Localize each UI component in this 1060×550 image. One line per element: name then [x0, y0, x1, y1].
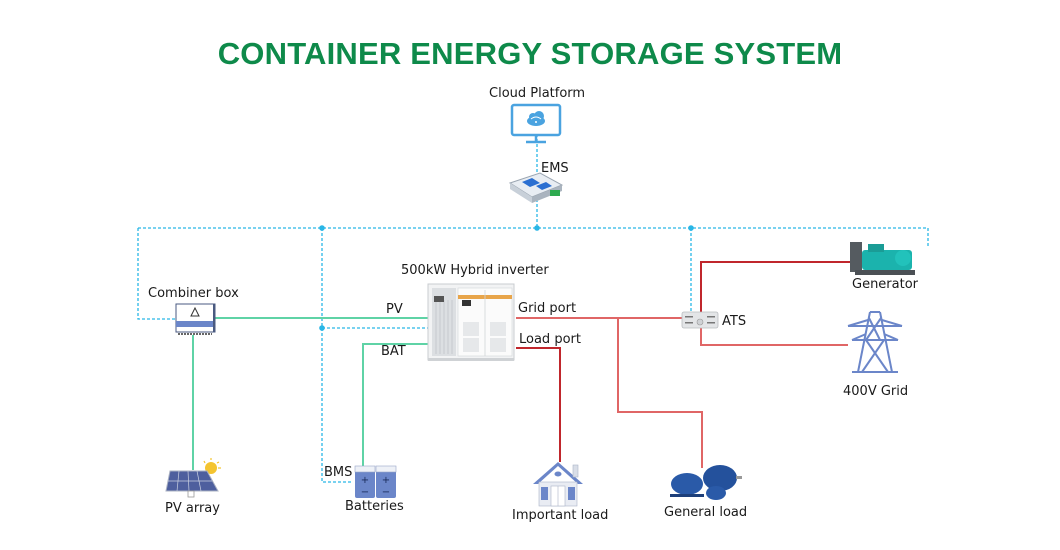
svg-text:+: +: [361, 475, 369, 486]
comm-bms: [321, 228, 352, 483]
grid-port-label: Grid port: [518, 301, 577, 316]
transmission-tower-icon: [847, 311, 903, 373]
comm-junctions: [319, 225, 694, 331]
generator-line: [700, 261, 850, 315]
house-icon: [533, 462, 583, 507]
cloud-platform-label: Cloud Platform: [489, 86, 586, 101]
load-port-label: Load port: [519, 332, 581, 347]
ats-switch-icon: [681, 311, 719, 329]
dc-lines: [192, 317, 430, 470]
monitor-cloud-wifi-icon: [510, 103, 562, 144]
ats-label: ATS: [722, 314, 747, 329]
svg-text:−: −: [361, 487, 369, 498]
generator-icon: [850, 242, 915, 275]
grid-label: 400V Grid: [843, 384, 909, 399]
inverter-label: 500kW Hybrid inverter: [401, 263, 549, 278]
comm-combiner: [137, 228, 176, 320]
junction-dot: [319, 325, 325, 331]
diagram-title: CONTAINER ENERGY STORAGE SYSTEM: [217, 36, 843, 71]
svg-text:+: +: [382, 475, 390, 486]
general-load-line: [617, 318, 703, 468]
junction-dot: [688, 225, 694, 231]
junction-dot: [534, 225, 540, 231]
general-load-label: General load: [664, 505, 748, 520]
bat-port-label: BAT: [381, 344, 406, 359]
combiner-box-label: Combiner box: [148, 286, 239, 301]
junction-dot: [319, 225, 325, 231]
pv-port-label: PV: [386, 302, 403, 317]
solar-panel-icon: [165, 458, 221, 498]
motor-icon: [670, 465, 742, 500]
battery-icon: + + − −: [354, 465, 397, 498]
inverter-cabinet-icon: [427, 283, 515, 361]
ac-lines: [516, 261, 850, 468]
important-load-label: Important load: [512, 508, 609, 523]
bms-label: BMS: [324, 465, 353, 480]
svg-text:−: −: [382, 487, 390, 498]
load-port-line: [516, 347, 561, 462]
bat-line: [362, 343, 430, 470]
combiner-box-icon: [175, 303, 216, 335]
batteries-label: Batteries: [345, 499, 404, 514]
ems-controller-icon: [508, 172, 564, 203]
generator-label: Generator: [852, 277, 919, 292]
grid-line: [700, 325, 848, 346]
pv-array-label: PV array: [165, 501, 220, 516]
ems-label: EMS: [541, 161, 569, 176]
